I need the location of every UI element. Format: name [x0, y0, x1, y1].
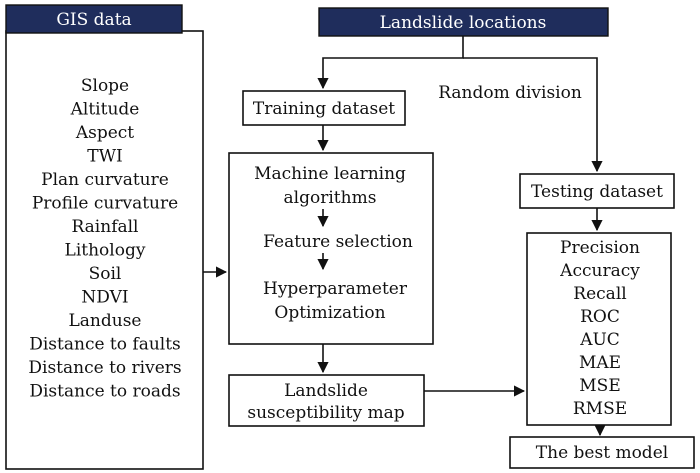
- gis-factor: NDVI: [81, 288, 128, 308]
- metric-item: Precision: [560, 238, 640, 258]
- gis-factor: Altitude: [70, 100, 140, 120]
- gis-data-title: GIS data: [56, 10, 131, 30]
- metric-item: ROC: [580, 307, 620, 327]
- gis-factor-list: Slope Altitude Aspect TWI Plan curvature…: [28, 76, 181, 402]
- ml-algorithms-line1: Machine learning: [254, 164, 406, 184]
- gis-factor: Landuse: [69, 311, 142, 331]
- gis-factor: Distance to rivers: [28, 358, 181, 378]
- landslide-locations-header: [318, 7, 609, 37]
- gis-factors-box: [5, 30, 204, 470]
- susceptibility-map-line2: susceptibility map: [247, 403, 404, 423]
- hyperparameter-line1: Hyperparameter: [263, 279, 408, 299]
- metric-item: AUC: [579, 330, 620, 350]
- gis-factor: Plan curvature: [41, 170, 169, 190]
- best-model-label: The best model: [536, 443, 668, 463]
- gis-factor: TWI: [87, 147, 123, 167]
- random-division-label: Random division: [438, 83, 582, 103]
- metric-item: MSE: [579, 376, 620, 396]
- arrow-to-testing: [463, 57, 603, 173]
- gis-data-header: [5, 4, 183, 34]
- susceptibility-map-line1: Landslide: [284, 381, 368, 401]
- ml-algorithms-line2: algorithms: [284, 188, 377, 208]
- training-dataset-box: [242, 90, 406, 126]
- gis-factor: Distance to faults: [29, 335, 181, 355]
- metric-item: RMSE: [573, 399, 627, 419]
- gis-factor: Distance to roads: [29, 382, 180, 402]
- metrics-list: Precision Accuracy Recall ROC AUC MAE MS…: [559, 238, 640, 419]
- gis-factor: Rainfall: [71, 217, 138, 237]
- landslide-locations-title: Landslide locations: [380, 13, 547, 33]
- training-dataset-label: Training dataset: [253, 99, 395, 119]
- metrics-box: [526, 232, 672, 426]
- testing-dataset-label: Testing dataset: [531, 182, 663, 202]
- ml-process-box: [228, 152, 434, 345]
- metric-item: Recall: [573, 284, 626, 304]
- arrow-to-training: [317, 36, 464, 90]
- gis-factor: Slope: [81, 76, 129, 96]
- susceptibility-map-box: [228, 374, 425, 427]
- gis-factor: Aspect: [75, 123, 134, 143]
- gis-factor: Profile curvature: [32, 194, 178, 214]
- gis-data-panel: GIS data Slope Altitude Aspect TWI Plan …: [5, 4, 204, 470]
- hyperparameter-line2: Optimization: [274, 303, 385, 323]
- testing-dataset-box: [519, 173, 675, 209]
- metric-item: MAE: [579, 353, 621, 373]
- gis-factor: Soil: [89, 264, 122, 284]
- feature-selection-label: Feature selection: [263, 232, 413, 252]
- best-model-box: [509, 436, 695, 469]
- metric-item: Accuracy: [559, 261, 640, 281]
- gis-factor: Lithology: [65, 241, 146, 261]
